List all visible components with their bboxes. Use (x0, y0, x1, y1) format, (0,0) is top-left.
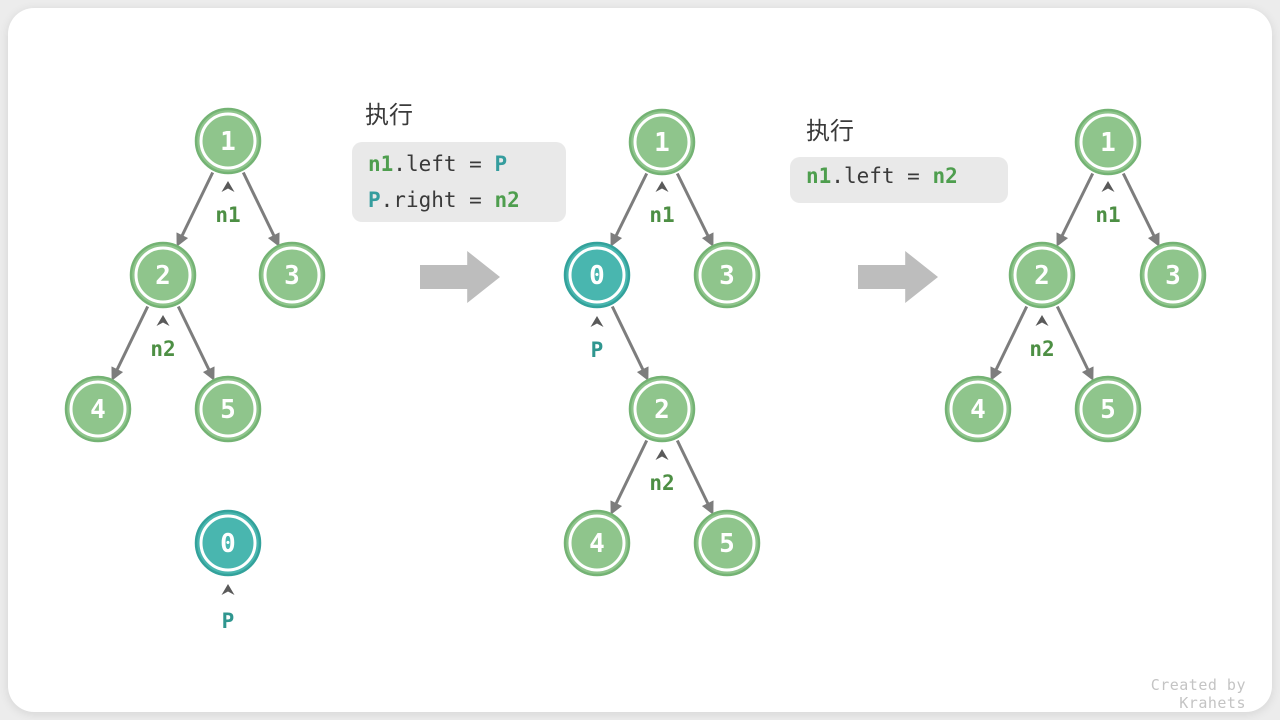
node-value: 2 (654, 395, 670, 425)
pointer-label-p: P (222, 609, 235, 633)
tree-node: 4 (944, 375, 1012, 443)
pointer-label-n2: n2 (649, 471, 674, 495)
node-value: 1 (654, 128, 670, 158)
code-token-p: P (368, 188, 381, 212)
code-line: n1.left = n2 (806, 157, 1008, 196)
code-token: .right = (380, 188, 495, 212)
tree-node: 3 (693, 241, 761, 309)
watermark-credit: Created by Krahets (1150, 676, 1246, 712)
pointer-caret (590, 316, 604, 327)
edge-arrow (176, 171, 215, 247)
edge-arrow (241, 171, 280, 247)
pointer-label-n1: n1 (1095, 203, 1120, 227)
edge-arrow (610, 172, 649, 247)
node-value: 4 (589, 529, 605, 559)
node-value: 4 (970, 395, 986, 425)
tree-node: 3 (258, 241, 326, 309)
node-value: 3 (1165, 261, 1181, 291)
node-value: 2 (1034, 261, 1050, 291)
tree-node: 1 (1074, 108, 1142, 176)
node-value: 5 (1100, 395, 1116, 425)
code-token: .left = (831, 164, 933, 188)
edge-arrow (675, 172, 714, 247)
code-panel-1: n1.left = P P.right = n2 (352, 142, 566, 222)
tree-final: 1 2 3 4 5 n1 n2 (944, 108, 1207, 443)
node-value: 5 (220, 395, 236, 425)
pointer-label-p: P (591, 338, 604, 362)
code-token: .left = (393, 152, 495, 176)
node-value: 0 (220, 529, 236, 559)
code-token-n1: n1 (806, 164, 832, 188)
edge-arrow (610, 439, 649, 515)
pointer-caret (1035, 315, 1049, 326)
edge-arrow (176, 305, 215, 381)
code-token-n1: n1 (368, 152, 394, 176)
code-token-n2: n2 (932, 164, 958, 188)
node-value: 4 (90, 395, 106, 425)
tree-node-p: 0 (563, 241, 631, 309)
tree-node: 4 (64, 375, 132, 443)
tree-node: 1 (194, 107, 262, 175)
tree-initial: 1 2 3 4 5 0 n1 (64, 107, 326, 633)
pointer-label-n1: n1 (215, 203, 240, 227)
pointer-caret (655, 449, 669, 460)
tree-node: 5 (194, 375, 262, 443)
pointer-label-n2: n2 (150, 337, 175, 361)
tree-node: 5 (693, 509, 761, 577)
tree-intermediate: 1 0 3 2 4 5 n1 (563, 108, 761, 577)
code-line: P.right = n2 (368, 182, 566, 218)
node-value: 2 (155, 261, 171, 291)
node-value: 5 (719, 529, 735, 559)
code-token-p: P (494, 152, 508, 176)
pointer-caret (221, 584, 235, 595)
pointer-caret (156, 315, 170, 326)
edge-arrow (1055, 305, 1094, 381)
edge-arrow (1121, 172, 1160, 247)
pointer-label-n1: n1 (649, 203, 674, 227)
pointer-caret (1101, 181, 1115, 192)
edge-arrow (990, 305, 1029, 381)
node-value: 1 (220, 127, 236, 157)
tree-node: 2 (1008, 241, 1076, 309)
exec-title-2: 执行 (806, 117, 854, 145)
exec-title-1: 执行 (365, 101, 413, 129)
code-panel-2: n1.left = n2 (790, 157, 1008, 203)
edge-arrow (1056, 172, 1095, 247)
pointer-caret (221, 181, 235, 192)
node-value: 0 (589, 261, 605, 291)
tree-node: 5 (1074, 375, 1142, 443)
node-value: 3 (719, 261, 735, 291)
edge-arrow (610, 305, 649, 381)
edge-arrow (675, 439, 714, 515)
tree-node: 1 (628, 108, 696, 176)
tree-node: 2 (129, 241, 197, 309)
tree-node: 4 (563, 509, 631, 577)
code-token-n2: n2 (494, 188, 520, 212)
code-line: n1.left = P (368, 146, 566, 182)
node-value: 1 (1100, 128, 1116, 158)
tree-node: 2 (628, 375, 696, 443)
node-value: 3 (284, 261, 300, 291)
tree-node: 3 (1139, 241, 1207, 309)
edge-arrow (111, 305, 150, 381)
tree-node-p: 0 (194, 509, 262, 577)
pointer-label-n2: n2 (1029, 337, 1054, 361)
pointer-caret (655, 181, 669, 192)
